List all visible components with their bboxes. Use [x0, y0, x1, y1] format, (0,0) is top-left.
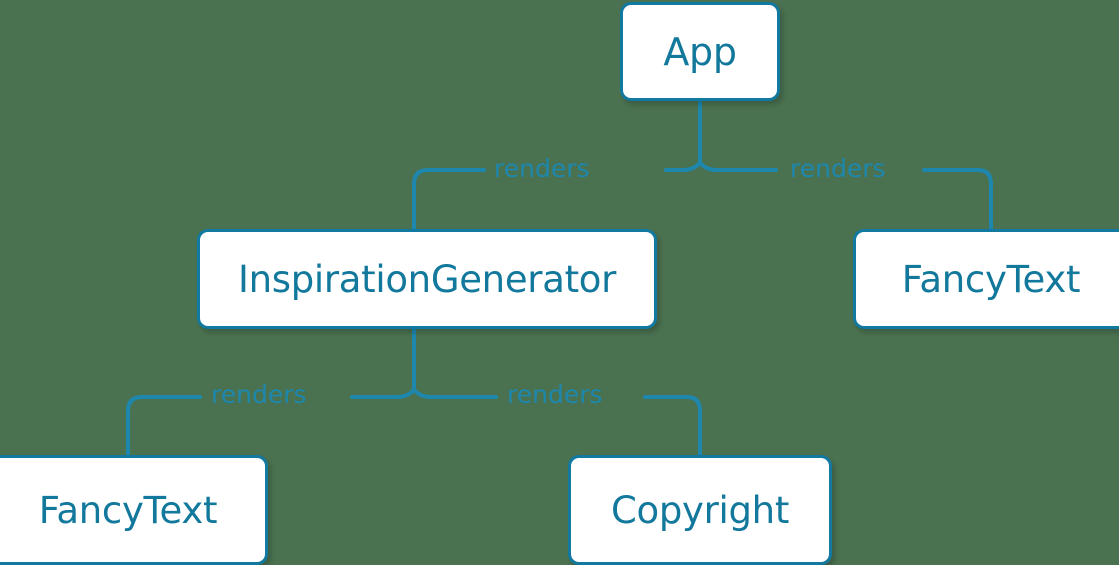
edge-ig-copyright-left [412, 388, 498, 399]
edge-label-ig-copyright: renders [507, 380, 603, 409]
edge-ig-copyright-right [643, 395, 702, 457]
edge-app-inspiration-right [664, 161, 702, 172]
edge-ig-fancytext-right [350, 388, 416, 399]
edge-label-app-inspiration: renders [494, 154, 590, 183]
edge-label-app-fancytext: renders [790, 154, 886, 183]
edge-app-fancytext-right [922, 168, 993, 231]
node-fancytext-right[interactable]: FancyText [853, 229, 1119, 329]
node-fancytext-bottom[interactable]: FancyText [0, 455, 268, 565]
node-copyright-label: Copyright [610, 488, 790, 532]
node-inspiration-generator-label: InspirationGenerator [237, 257, 617, 301]
node-inspiration-generator[interactable]: InspirationGenerator [197, 229, 657, 329]
node-app-label: App [663, 29, 737, 74]
edge-label-ig-fancytext: renders [211, 380, 307, 409]
edge-ig-fancytext-left [126, 395, 202, 457]
node-app[interactable]: App [620, 2, 780, 101]
edge-app-fancytext-left [698, 161, 778, 172]
node-fancytext-bottom-label: FancyText [38, 488, 218, 532]
edge-app-inspiration-left [412, 168, 486, 231]
node-fancytext-right-label: FancyText [901, 257, 1081, 301]
node-copyright[interactable]: Copyright [568, 455, 832, 565]
